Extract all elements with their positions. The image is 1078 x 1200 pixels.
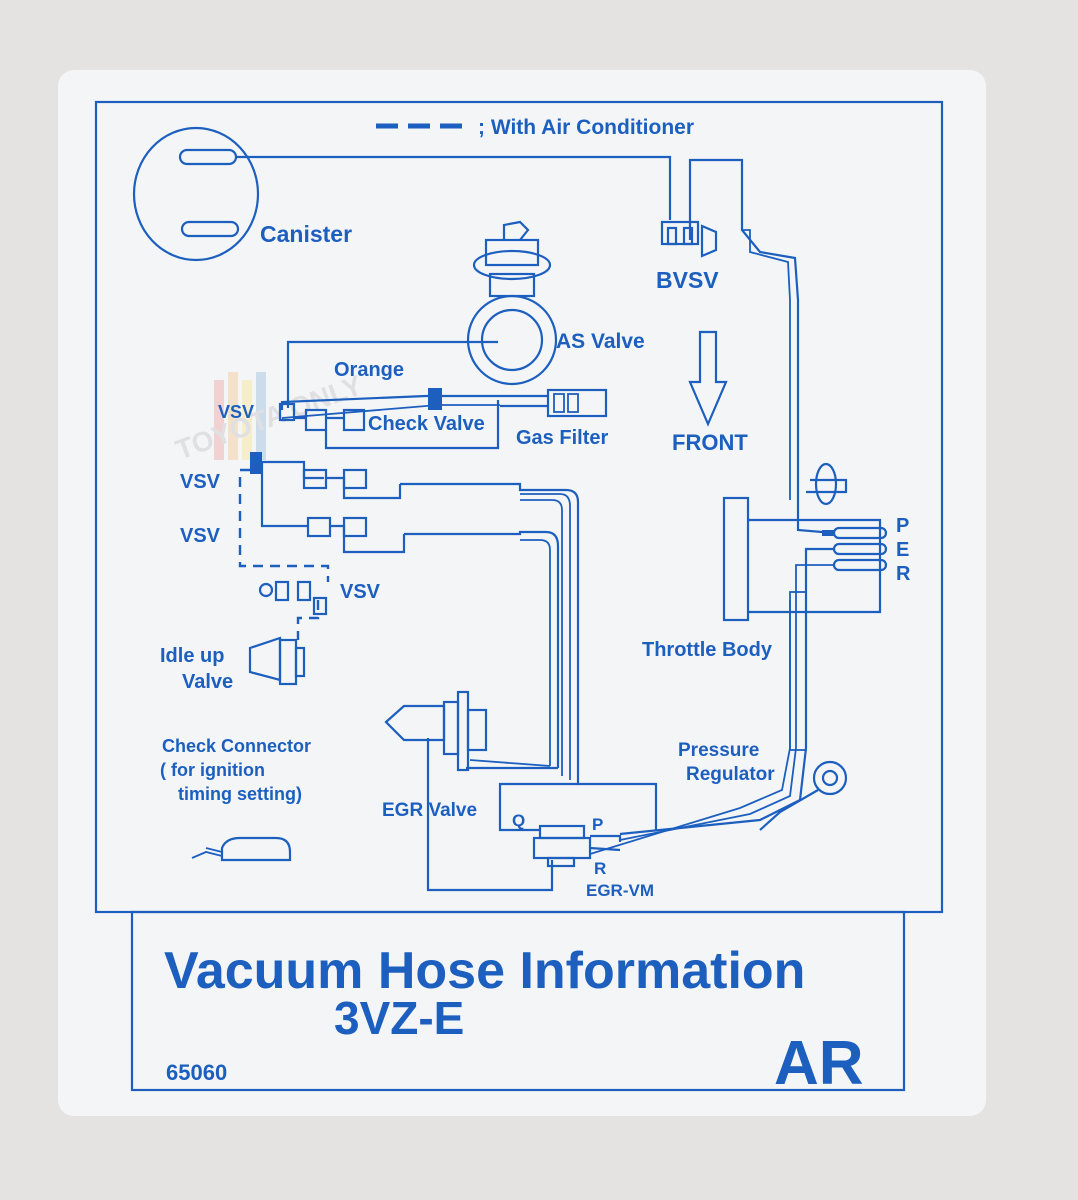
footer-engine: 3VZ-E	[334, 992, 464, 1044]
check-connector-label-1: Check Connector	[162, 736, 311, 756]
vsv-2-icon	[250, 452, 402, 500]
front-arrow-icon	[688, 330, 728, 427]
throttle-body-label: Throttle Body	[642, 639, 773, 661]
hose-canister-bvsv	[236, 155, 672, 220]
port-p-fitting-icon	[822, 530, 834, 536]
check-connector-icon	[191, 836, 292, 862]
idle-up-valve-icon	[248, 636, 306, 686]
vsv-4-icon	[258, 580, 328, 616]
hose-orange	[280, 394, 500, 410]
legend-text: ; With Air Conditioner	[478, 116, 694, 139]
bvsv-icon	[660, 220, 718, 258]
egr-vm-label: EGR-VM	[586, 881, 654, 900]
vsv-4-label: VSV	[340, 581, 381, 603]
as-valve-icon	[466, 220, 558, 386]
port-p-vm-label: P	[592, 815, 603, 834]
check-connector-label-3: timing setting)	[178, 784, 302, 804]
gas-filter-cell-icon	[553, 393, 565, 413]
bvsv-label: BVSV	[656, 267, 719, 293]
vsv-3-icon	[260, 462, 406, 554]
pressure-regulator-icon	[759, 760, 848, 831]
check-valve-label: Check Valve	[368, 413, 485, 435]
throttle-body-icon	[722, 496, 750, 622]
pressure-regulator-label-2: Regulator	[686, 764, 775, 785]
as-valve-label: AS Valve	[556, 330, 645, 353]
hose-r-egrvm	[619, 564, 834, 841]
vsv-1-label: VSV	[218, 402, 254, 422]
gas-filter-label: Gas Filter	[516, 427, 608, 449]
egr-valve-label: EGR Valve	[382, 800, 477, 821]
pressure-regulator-label-1: Pressure	[678, 740, 759, 761]
port-r-vm-label: R	[594, 859, 606, 878]
vsv-1-icon	[278, 402, 366, 432]
port-q-label: Q	[512, 811, 525, 830]
hose-vsv-as	[286, 340, 498, 408]
canister-icon	[132, 126, 260, 262]
throttle-body-outline	[748, 518, 882, 614]
hose-to-egr-2	[469, 759, 551, 767]
hose-check-valve	[324, 400, 500, 450]
footer-title: Vacuum Hose Information	[164, 942, 805, 1000]
fuel-filter-icon	[806, 462, 848, 506]
vsv-2-label: VSV	[180, 471, 221, 493]
canister-label: Canister	[260, 221, 352, 247]
check-valve-icon	[428, 388, 442, 410]
hose-bundle-5	[520, 539, 551, 766]
hose-bundle-3	[520, 493, 571, 780]
port-e-label: E	[896, 539, 909, 561]
gas-filter-cell-icon	[567, 393, 579, 413]
egr-valve-icon	[384, 690, 488, 772]
canister-port-icon	[180, 220, 240, 238]
footer-part-number: 65060	[166, 1060, 227, 1085]
footer-border	[130, 910, 906, 1092]
orange-label: Orange	[334, 359, 404, 381]
hose-bundle-1	[400, 482, 658, 830]
idle-up-label-1: Idle up	[160, 645, 224, 667]
footer-code: AR	[774, 1029, 864, 1098]
ac-hose-1	[238, 468, 330, 582]
hose-bvsv-throttle	[688, 158, 800, 490]
hose-sleeve-icon	[789, 591, 807, 751]
gas-filter-icon	[546, 388, 608, 418]
idle-up-label-2: Valve	[182, 671, 233, 693]
hose-egr-r	[426, 738, 554, 892]
check-connector-label-2: ( for ignition	[160, 760, 265, 780]
hose-bundle-2	[404, 530, 560, 768]
hose-egrvm-ports	[589, 834, 622, 852]
hose-e-egrvm	[619, 547, 834, 836]
hose-bvsv-throttle-2	[742, 229, 791, 500]
port-p-label: P	[896, 515, 909, 537]
hose-bundle-4	[520, 499, 563, 776]
hose-to-egrvm	[498, 782, 578, 832]
front-label: FRONT	[672, 430, 748, 455]
port-r-label: R	[896, 563, 911, 585]
hose-gas-filter	[500, 394, 548, 408]
ac-hose-2	[296, 600, 320, 640]
vsv-3-label: VSV	[180, 525, 221, 547]
